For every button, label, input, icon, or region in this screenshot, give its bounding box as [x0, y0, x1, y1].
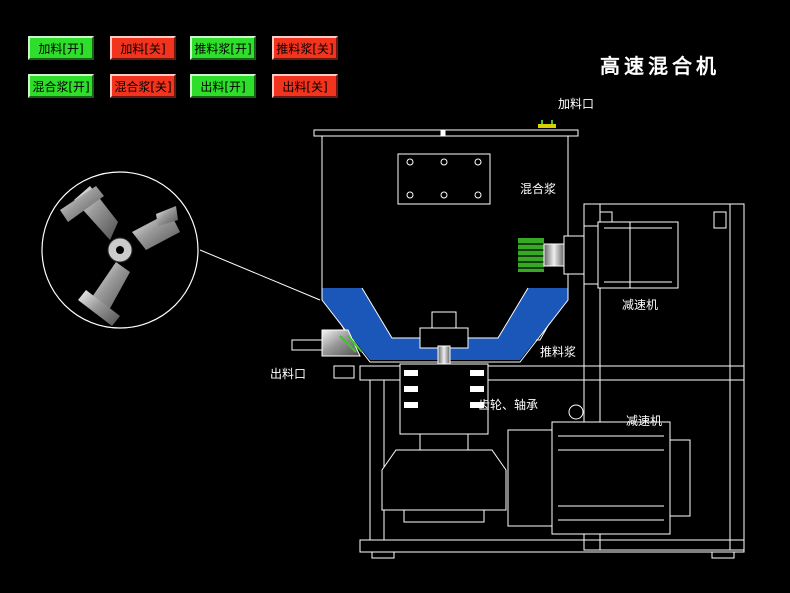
push-motor: [507, 421, 691, 535]
discharge-outlet: [291, 329, 363, 379]
mixing-paddle-close-button[interactable]: 混合浆[关]: [110, 74, 176, 98]
discharge-open-button[interactable]: 出料[开]: [190, 74, 256, 98]
mixing-motor: [518, 221, 679, 289]
gear-bearing-label: 齿轮、轴承: [478, 398, 539, 412]
push-paddle-open-button[interactable]: 推料浆[开]: [190, 36, 256, 60]
mixer-lid: [313, 129, 579, 137]
discharge-close-button[interactable]: 出料[关]: [272, 74, 338, 98]
central-shaft-assembly: [381, 311, 584, 523]
mixing-paddle-label: 混合浆: [520, 182, 557, 196]
outlet-label: 出料口: [270, 367, 307, 381]
feed-port-icon[interactable]: [538, 124, 556, 128]
feed-open-button[interactable]: 加料[开]: [28, 36, 94, 60]
push-paddle-close-button[interactable]: 推料浆[关]: [272, 36, 338, 60]
mixing-paddle-open-button[interactable]: 混合浆[开]: [28, 74, 94, 98]
reducer-bottom-label: 减速机: [626, 414, 663, 428]
page-title: 高速混合机: [600, 54, 720, 78]
paddle-detail-view: [41, 171, 199, 329]
reducer-top-label: 减速机: [622, 298, 659, 312]
material-fill: [322, 288, 568, 360]
feed-close-button[interactable]: 加料[关]: [110, 36, 176, 60]
feed-port-label: 加料口: [558, 97, 595, 111]
inspection-plate: [397, 153, 491, 205]
push-paddle-label: 推料浆: [540, 345, 577, 359]
